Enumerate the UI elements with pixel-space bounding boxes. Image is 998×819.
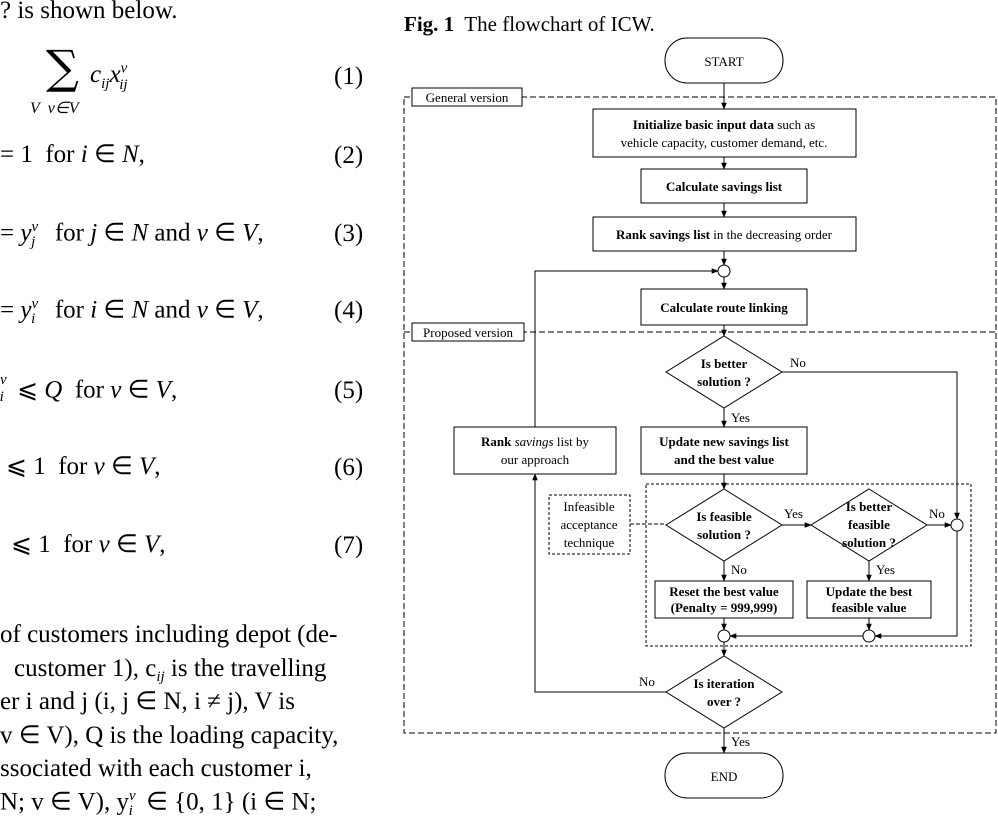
figure-caption: Fig. 1 The flowchart of ICW. (404, 12, 655, 37)
eq1-sum-subscript: V v∈V (30, 100, 79, 117)
iteration-over-line2: over ? (707, 694, 741, 709)
eq5-number: (5) (334, 377, 364, 404)
is-feasible-yes: Yes (784, 506, 803, 521)
junction-right (950, 518, 964, 532)
infeasible-note-line3: technique (564, 535, 615, 550)
better-feasible-line2: feasible (848, 517, 890, 532)
eq3-number: (3) (334, 220, 364, 247)
eq1-body: cijxvij (90, 61, 128, 94)
intro-fragment: ? is shown below. (0, 0, 178, 24)
eq6-body: ⩽ 1 for v ∈ V, (6, 453, 161, 480)
reset-best-line2: (Penalty = 999,999) (671, 600, 778, 615)
end-label: END (711, 769, 738, 784)
init-input-line2: vehicle capacity, customer demand, etc. (621, 135, 828, 150)
junction-loop (717, 264, 731, 278)
rank-savings-label: Rank savings list in the decreasing orde… (616, 227, 833, 242)
update-feasible-line1: Update the best (826, 584, 913, 599)
para-line-5: ssociated with each customer i, (0, 755, 312, 782)
better-feasible-no: No (929, 506, 945, 521)
infeasible-note-line2: acceptance (560, 517, 617, 532)
update-feasible-line2: feasible value (832, 600, 907, 615)
start-label: START (704, 54, 743, 69)
general-version-label: General version (426, 90, 509, 105)
better-feasible-yes: Yes (876, 562, 895, 577)
figure-title: The flowchart of ICW. (464, 12, 655, 36)
rank-ours-line1: Rank savings list by (481, 434, 590, 449)
init-input-box (592, 108, 857, 158)
junction-merge-left (717, 629, 731, 643)
is-feasible-decision (665, 488, 783, 562)
eq3-body: = yvj for j ∈ N and v ∈ V, (0, 219, 264, 251)
summation-symbol: ∑ (46, 40, 79, 94)
proposed-version-label: Proposed version (423, 325, 513, 340)
para-line-6: N; v ∈ V), yvi ∈ {0, 1} (i ∈ N; (0, 788, 317, 819)
better-feasible-line1: Is better (846, 499, 893, 514)
better-solution-line1: Is better (701, 356, 748, 371)
infeasible-region-frame (645, 483, 972, 647)
eq4-body: = yvi for i ∈ N and v ∈ V, (0, 296, 264, 328)
rank-ours-box (453, 426, 617, 475)
iteration-over-yes: Yes (731, 734, 750, 749)
eq2-body: = 1 for i ∈ N, (0, 141, 145, 168)
better-solution-line2: solution ? (697, 374, 751, 389)
calc-savings-box (640, 168, 808, 204)
is-feasible-line1: Is feasible (696, 509, 751, 524)
junction-merge-right (862, 629, 876, 643)
update-savings-box (640, 426, 808, 475)
eq6-number: (6) (334, 454, 364, 481)
para-line-1: of customers including depot (de- (0, 621, 338, 648)
general-version-tag (411, 87, 523, 107)
figure-label: Fig. 1 (404, 12, 455, 36)
general-version-frame (403, 96, 997, 734)
init-input-line1: Initialize basic input data such as (633, 117, 815, 132)
iteration-over-no: No (639, 674, 655, 689)
para-line-4: v ∈ V), Q is the loading capacity, (0, 722, 339, 749)
better-solution-decision (665, 335, 783, 409)
eq7-number: (7) (334, 532, 364, 559)
iteration-over-line1: Is iteration (693, 676, 755, 691)
eq1-number: (1) (334, 63, 364, 90)
infeasible-note-line1: Infeasible (563, 499, 614, 514)
better-feasible-line3: solution ? (842, 535, 896, 550)
better-solution-no: No (790, 355, 806, 370)
reset-best-line1: Reset the best value (669, 584, 779, 599)
eq5-body: vi ⩽ Q for v ∈ V, (0, 372, 178, 406)
para-line-2: customer 1), cij is the travelling (14, 655, 327, 685)
is-feasible-no: No (731, 562, 747, 577)
eq4-number: (4) (334, 297, 364, 324)
para-line-3: er i and j (i, j ∈ N, i ≠ j), V is (0, 688, 295, 715)
iteration-over-decision (665, 655, 783, 729)
eq7-body: ⩽ 1 for v ∈ V, (11, 531, 166, 558)
is-feasible-line2: solution ? (697, 527, 751, 542)
better-solution-yes: Yes (731, 410, 750, 425)
calc-savings-label: Calculate savings list (666, 179, 783, 194)
eq2-number: (2) (334, 142, 364, 169)
rank-ours-line2: our approach (501, 452, 570, 467)
proposed-version-tag (411, 322, 525, 342)
calc-route-label: Calculate route linking (660, 300, 788, 315)
update-savings-line1: Update new savings list (659, 434, 789, 449)
rank-savings-box (592, 216, 857, 252)
update-savings-line2: and the best value (674, 452, 774, 467)
